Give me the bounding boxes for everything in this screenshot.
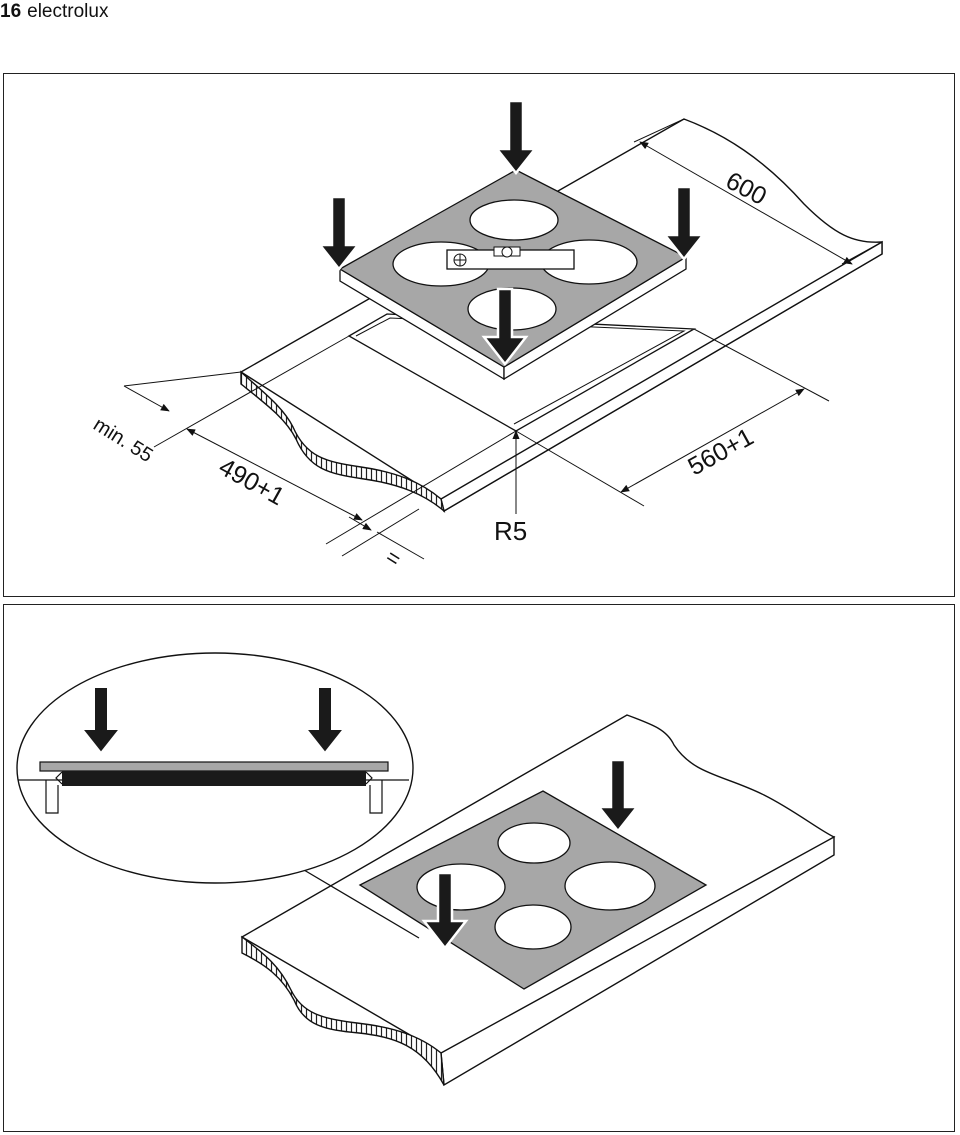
figure-cutout-dimensions: 600 560+1 490+1 min. 55 = R5 [3,73,955,597]
brand-name: electrolux [27,1,109,22]
dim-radius-label: R5 [494,516,527,546]
cooking-zone-front [494,904,572,950]
arrow-down-icon [303,686,347,755]
spirit-level [446,246,575,270]
figure-hob-fitting [3,604,955,1132]
press-arrows [421,758,640,951]
dim-cutout-width-label: 560+1 [683,423,758,482]
cooking-zone-right [564,861,656,911]
arrow-down-icon [596,758,640,834]
arrow-down-icon [317,195,361,272]
dimension-lines [123,118,883,560]
cooking-zone-left [416,863,506,911]
arrow-down-icon [494,99,538,176]
hob [338,169,688,381]
cooking-zone-rear [469,199,559,241]
detail-callout [16,652,414,884]
worktop-cut-edge [241,935,445,1086]
page-number: 16 [0,1,22,22]
arrow-down-icon [481,287,529,367]
dim-cutout-depth-label: 490+1 [214,453,289,512]
arrow-down-icon [421,871,469,951]
arrow-down-icon [79,686,123,755]
hob-glass-section [39,761,389,772]
fitting-diagram [16,652,836,1087]
hob-body-section [62,771,366,786]
cooking-zone-rear [497,822,571,864]
dim-min-edge-label: min. 55 [89,414,156,467]
cutout-diagram: 600 560+1 490+1 min. 55 = R5 [89,99,883,572]
dim-equal-label: = [381,544,405,572]
